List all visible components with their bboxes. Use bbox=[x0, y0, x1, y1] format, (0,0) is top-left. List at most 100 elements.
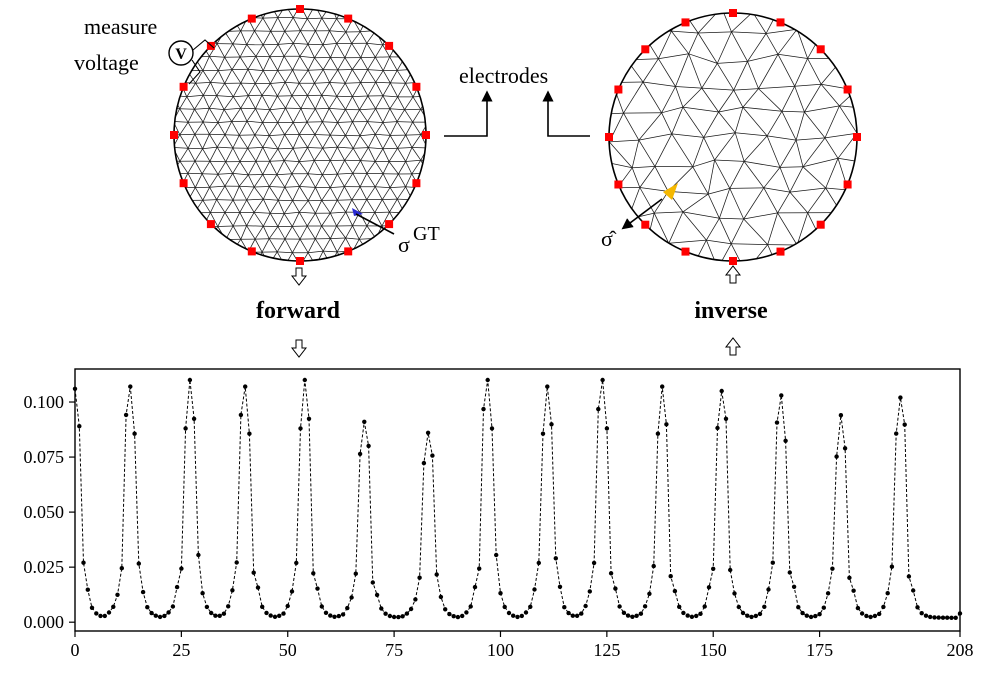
mesh-edge bbox=[382, 238, 389, 252]
mesh-edge bbox=[353, 136, 360, 149]
mesh-edge bbox=[390, 109, 397, 122]
data-point bbox=[154, 614, 158, 618]
data-point bbox=[473, 585, 477, 589]
mesh-edge bbox=[643, 6, 654, 33]
mesh-edge bbox=[195, 188, 203, 201]
mesh-edge bbox=[241, 226, 247, 240]
data-point bbox=[579, 611, 583, 615]
data-point bbox=[558, 585, 562, 589]
mesh-edge bbox=[345, 0, 353, 5]
electrode bbox=[170, 131, 178, 139]
mesh-edge bbox=[285, 18, 294, 32]
mesh-edge bbox=[655, 166, 668, 191]
data-point bbox=[554, 556, 558, 560]
mesh-edge bbox=[278, 200, 284, 213]
mesh-edge bbox=[240, 265, 255, 266]
mesh-edge bbox=[270, 110, 278, 123]
mesh-edge bbox=[744, 161, 780, 167]
mesh-edge bbox=[338, 122, 353, 123]
mesh-edge bbox=[308, 239, 315, 253]
mesh-edge bbox=[345, 83, 352, 96]
mesh-edge bbox=[300, 56, 315, 58]
data-point bbox=[545, 384, 549, 388]
data-point bbox=[137, 561, 141, 565]
data-point bbox=[541, 432, 545, 436]
mesh-edge bbox=[270, 213, 284, 214]
mesh-edge bbox=[345, 265, 352, 277]
mesh-edge bbox=[406, 122, 413, 135]
data-point bbox=[218, 614, 222, 618]
y-tick-label: 0.025 bbox=[24, 557, 65, 577]
mesh-edge bbox=[285, 174, 292, 188]
mesh-edge bbox=[278, 123, 285, 135]
mesh-edge bbox=[277, 239, 285, 252]
data-point bbox=[677, 605, 681, 609]
mesh-edge bbox=[790, 192, 808, 213]
mesh-edge bbox=[811, 7, 821, 36]
mesh-edge bbox=[241, 108, 247, 121]
mesh-edge bbox=[210, 161, 218, 174]
mesh-edge bbox=[239, 186, 254, 187]
mesh-edge bbox=[263, 187, 269, 200]
mesh-edge bbox=[308, 187, 315, 200]
mesh-edge bbox=[376, 96, 383, 109]
mesh-edge bbox=[315, 213, 321, 226]
mesh-edge bbox=[278, 214, 284, 227]
mesh-edge bbox=[233, 31, 241, 44]
data-point bbox=[383, 612, 387, 616]
mesh-edge bbox=[218, 174, 225, 186]
mesh-edge bbox=[308, 148, 315, 161]
mesh-edge bbox=[330, 238, 345, 239]
mesh-edge bbox=[180, 109, 188, 123]
x-tick-label: 75 bbox=[385, 640, 403, 660]
mesh-edge bbox=[421, 71, 428, 83]
mesh-edge bbox=[599, 9, 618, 35]
data-point bbox=[639, 612, 643, 616]
data-point bbox=[511, 614, 515, 618]
data-point bbox=[868, 615, 872, 619]
data-point bbox=[107, 610, 111, 614]
mesh-edge bbox=[292, 212, 299, 226]
data-point bbox=[345, 606, 349, 610]
mesh-edge bbox=[390, 83, 397, 97]
mesh-edge bbox=[397, 199, 412, 200]
mesh-edge bbox=[804, 84, 821, 112]
data-point bbox=[588, 589, 592, 593]
mesh-edge bbox=[743, 107, 767, 136]
data-point bbox=[656, 432, 660, 436]
data-point bbox=[839, 413, 843, 417]
mesh-edge bbox=[330, 161, 337, 175]
data-point bbox=[817, 612, 821, 616]
mesh-edge bbox=[413, 58, 420, 70]
mesh-edge bbox=[821, 84, 839, 106]
data-point bbox=[494, 553, 498, 557]
mesh-edge bbox=[856, 56, 867, 90]
mesh-edge bbox=[330, 200, 337, 213]
mesh-edge bbox=[389, 238, 398, 251]
data-point bbox=[349, 595, 353, 599]
sigma-gt-symbol: σ bbox=[398, 232, 410, 257]
mesh-edge bbox=[255, 71, 263, 84]
data-point bbox=[192, 417, 196, 421]
mesh-edge bbox=[841, 213, 849, 241]
mesh-edge bbox=[586, 161, 599, 191]
mesh-edge bbox=[330, 187, 344, 188]
mesh-edge bbox=[359, 226, 367, 239]
mesh-edge bbox=[406, 135, 412, 147]
mesh-edge bbox=[209, 56, 224, 57]
electrode bbox=[344, 247, 352, 255]
mesh-edge bbox=[292, 96, 301, 109]
mesh-edge bbox=[743, 107, 782, 111]
mesh-edge bbox=[263, 57, 270, 71]
mesh-edge bbox=[203, 71, 211, 83]
data-point bbox=[273, 615, 277, 619]
mesh-edge bbox=[307, 213, 315, 226]
electrode bbox=[729, 9, 737, 17]
mesh-edge bbox=[633, 264, 661, 272]
data-point bbox=[826, 591, 830, 595]
mesh-edge bbox=[337, 96, 346, 109]
mesh-edge bbox=[643, 59, 658, 82]
mesh-edge bbox=[307, 109, 315, 122]
mesh-edge bbox=[158, 108, 164, 121]
mesh-edge bbox=[300, 187, 309, 201]
